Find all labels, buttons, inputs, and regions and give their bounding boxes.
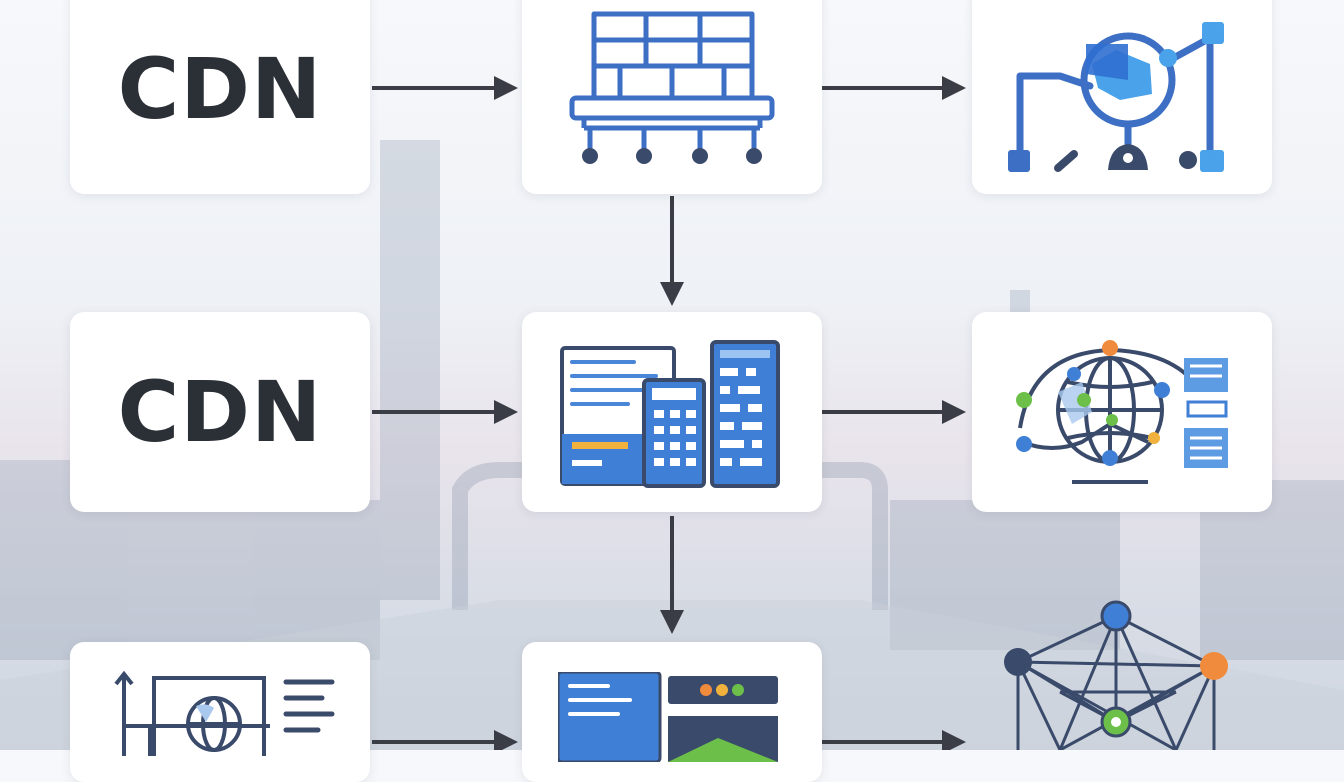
card-server-rack — [522, 0, 822, 194]
dashboard-server-icon — [560, 340, 780, 488]
card-world-text — [70, 642, 370, 782]
cdn-label-middle: CDN — [117, 363, 323, 461]
mesh-network-icon — [1004, 600, 1228, 750]
world-text-icon — [114, 670, 335, 756]
network-analytics-icon — [1008, 22, 1224, 172]
app-window-icon — [558, 672, 778, 762]
flow-arrows — [372, 76, 966, 750]
server-rack-icon — [569, 11, 775, 164]
card-network-analytics — [972, 0, 1272, 194]
card-app-window — [522, 642, 822, 782]
card-globe-network — [972, 312, 1272, 512]
globe-network-icon — [1016, 340, 1228, 484]
card-dashboard-server — [522, 312, 822, 512]
cdn-flow-diagram: CDN — [0, 0, 1344, 762]
card-cdn-top: CDN — [70, 0, 370, 194]
card-cdn-middle: CDN — [70, 312, 370, 512]
cdn-label-top: CDN — [117, 40, 323, 138]
